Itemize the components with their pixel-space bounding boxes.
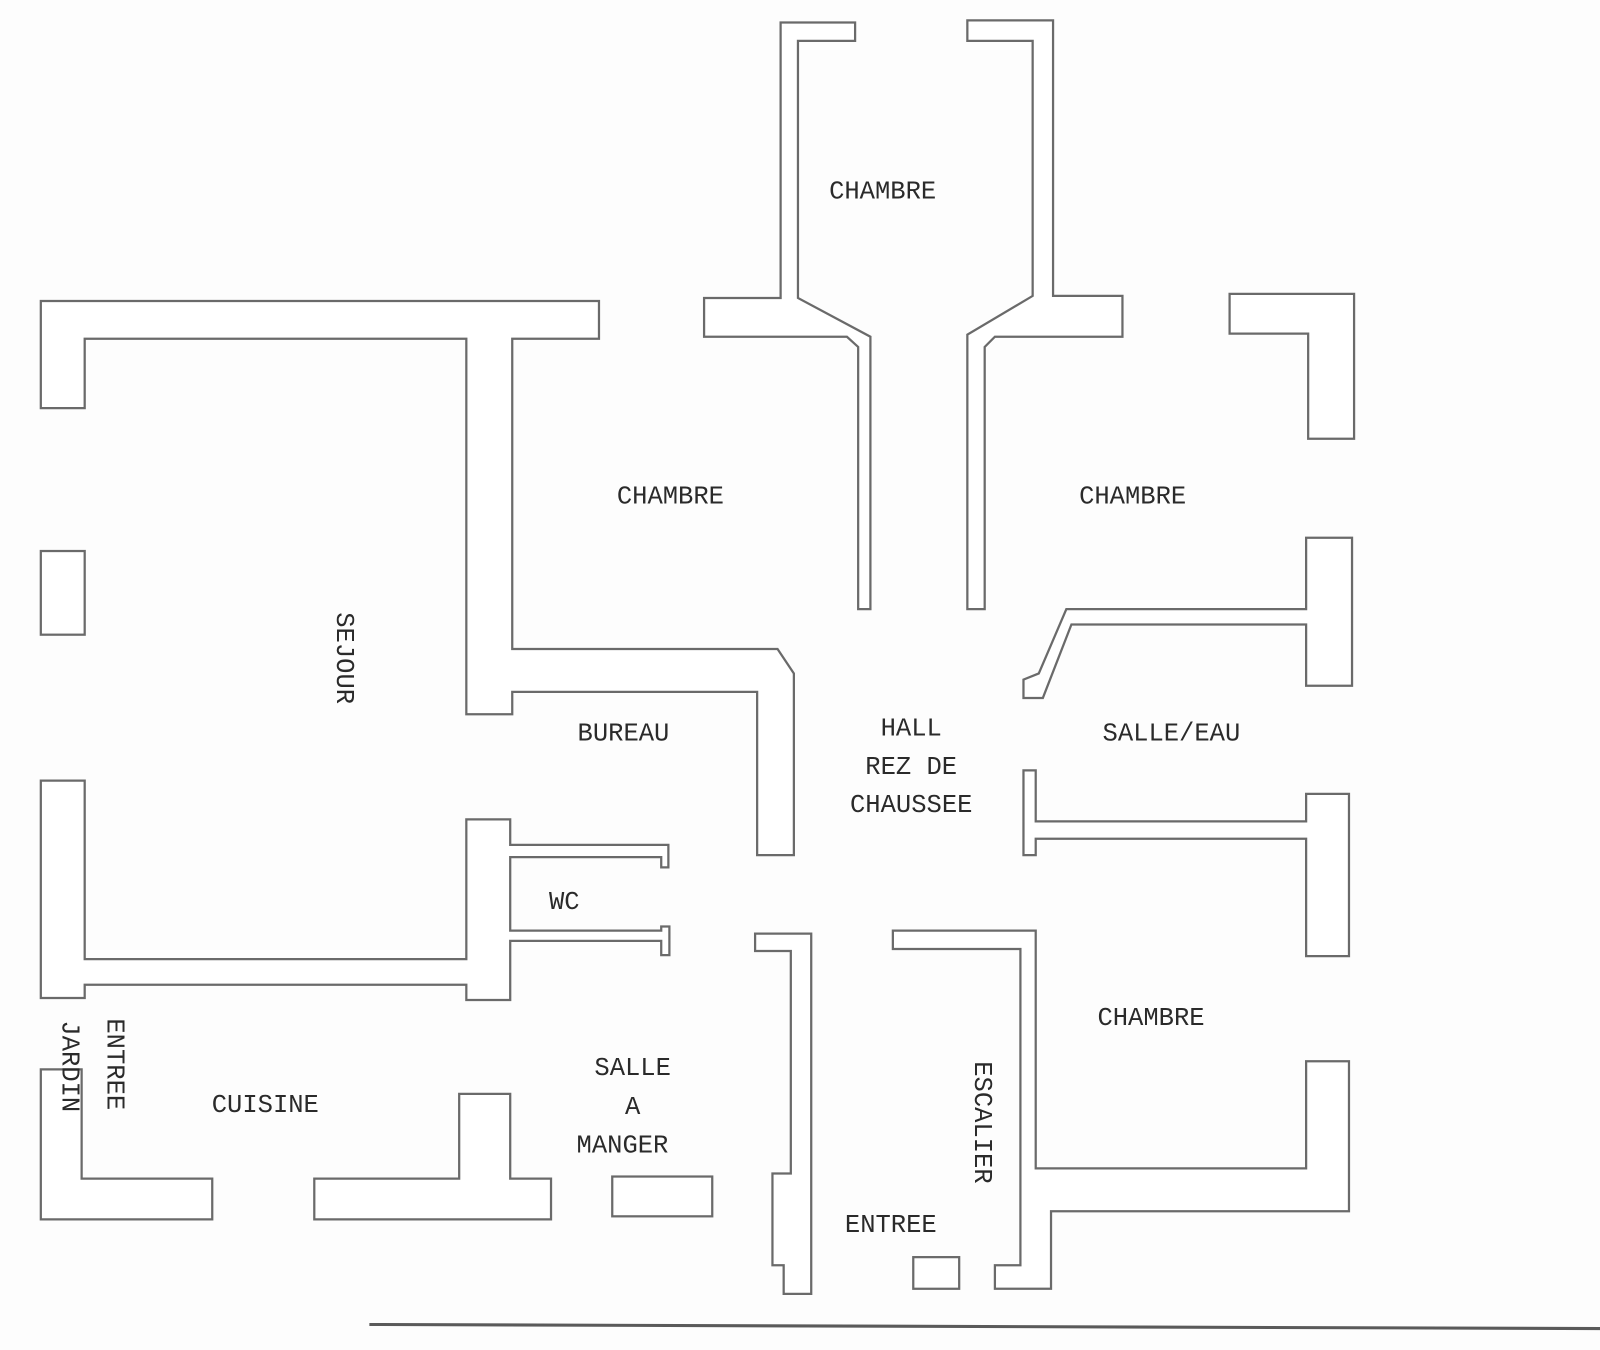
- label-sejour: SEJOUR: [329, 612, 358, 704]
- label-chambre-right: CHAMBRE: [1079, 483, 1186, 512]
- label-wc: WC: [549, 888, 580, 917]
- label-bureau: BUREAU: [578, 719, 670, 748]
- wall-entree-block: [912, 1256, 961, 1290]
- label-entree: ENTREE: [845, 1211, 937, 1240]
- wall-cuisine-corner: [39, 1068, 214, 1221]
- label-salle-manger-2: A: [625, 1093, 641, 1122]
- label-entree-jardin-2: JARDIN: [55, 1020, 84, 1112]
- label-hall-2: REZ DE: [865, 753, 957, 782]
- label-chambre-left: CHAMBRE: [617, 483, 724, 512]
- wall-salle-eau-top: [1022, 536, 1354, 700]
- wall-cuisine-salle-t: [313, 1092, 553, 1221]
- label-salle-manger-1: SALLE: [594, 1054, 671, 1083]
- wall-top-chambre-right: [966, 19, 1124, 611]
- ground-line: [369, 1322, 1600, 1331]
- wall-salle-eau-bottom: [1022, 769, 1351, 958]
- wall-top-chambre-left: [702, 21, 872, 611]
- label-cuisine: CUISINE: [212, 1091, 319, 1120]
- label-salle-manger-3: MANGER: [577, 1132, 669, 1161]
- label-hall-3: CHAUSSEE: [850, 791, 972, 820]
- wall-sejour-cuisine-wc: [39, 779, 671, 1002]
- label-salle-eau: SALLE/EAU: [1103, 719, 1241, 748]
- label-chambre-top: CHAMBRE: [829, 178, 936, 207]
- room-labels: CHAMBRE CHAMBRE CHAMBRE SEJOUR BUREAU HA…: [55, 178, 1241, 1241]
- wall-sejour-pillar: [39, 549, 86, 636]
- wall-salle-manger-block: [611, 1175, 714, 1218]
- label-escalier: ESCALIER: [967, 1061, 996, 1183]
- wall-escalier-chambre: [891, 929, 1351, 1290]
- wall-sejour-bureau: [39, 299, 795, 857]
- label-entree-jardin-1: ENTREE: [100, 1018, 129, 1110]
- wall-entree-left: [753, 932, 813, 1295]
- label-chambre-bottom: CHAMBRE: [1097, 1004, 1204, 1033]
- label-hall-1: HALL: [881, 714, 942, 743]
- wall-top-right-corner: [1228, 292, 1356, 440]
- walls: [39, 19, 1600, 1331]
